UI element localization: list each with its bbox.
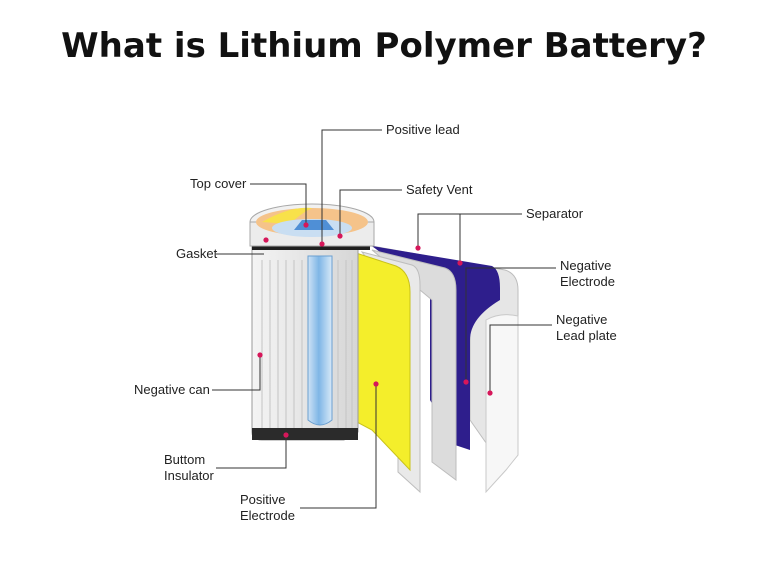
label-negative-lead-plate-line2: Lead plate — [556, 328, 617, 343]
label-negative-lead-plate: Negative Lead plate — [556, 312, 617, 344]
label-positive-electrode-line1: Positive — [240, 492, 286, 507]
label-positive-electrode: Positive Electrode — [240, 492, 295, 524]
positive-electrode-sheet — [352, 251, 411, 472]
label-positive-lead: Positive lead — [386, 122, 460, 137]
top-cover-highlight — [262, 207, 312, 224]
dot-negative-electrode — [463, 379, 469, 385]
label-bottom-insulator-line2: Insulator — [164, 468, 214, 483]
separator-sheet-middle — [371, 249, 457, 481]
safety-vent — [294, 220, 334, 230]
dot-negative-can — [257, 352, 263, 358]
dot-negative-lead-plate — [487, 390, 493, 396]
label-separator: Separator — [526, 206, 584, 221]
label-gasket: Gasket — [176, 246, 218, 261]
marker-dots — [257, 222, 493, 438]
label-bottom-insulator-line1: Buttom — [164, 452, 206, 467]
label-negative-can: Negative can — [134, 382, 210, 397]
label-negative-electrode: Negative Electrode — [560, 258, 615, 290]
label-negative-electrode-line2: Electrode — [560, 274, 615, 289]
core-tube — [307, 255, 333, 426]
can-ribs — [261, 260, 353, 436]
dot-separator-2 — [457, 260, 463, 266]
label-negative-electrode-line1: Negative — [560, 258, 612, 273]
dot-positive-lead — [319, 241, 325, 247]
page-title: What is Lithium Polymer Battery? — [61, 26, 707, 66]
leader-lines — [212, 129, 556, 509]
label-positive-electrode-line2: Electrode — [240, 508, 295, 523]
dot-bottom-insulator — [283, 432, 289, 438]
dot-top-cover — [303, 222, 309, 228]
label-negative-lead-plate-line1: Negative — [556, 312, 608, 327]
dot-positive-electrode — [373, 381, 379, 387]
label-bottom-insulator: Buttom Insulator — [164, 452, 214, 484]
negative-can — [251, 245, 359, 441]
label-safety-vent: Safety Vent — [406, 182, 473, 197]
negative-lead-plate — [485, 314, 519, 494]
dot-separator — [415, 245, 421, 251]
dot-gasket — [263, 237, 269, 243]
dot-safety-vent — [337, 233, 343, 239]
label-top-cover: Top cover — [190, 176, 247, 191]
bottom-insulator — [252, 428, 358, 440]
